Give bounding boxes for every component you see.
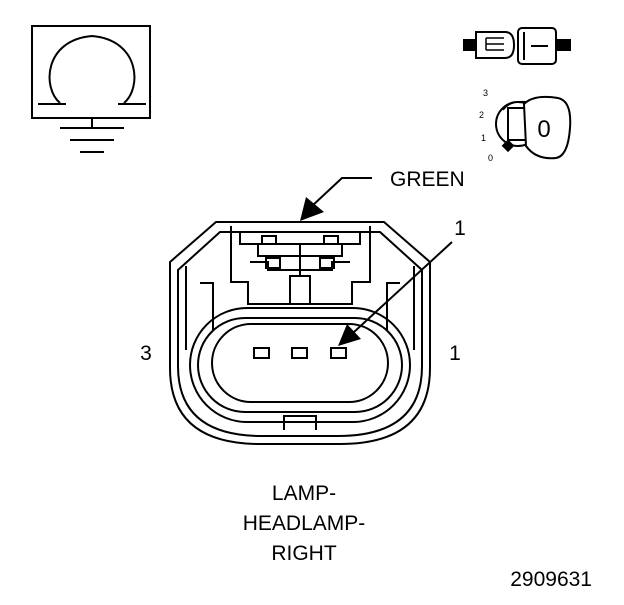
- terminal-cavity-3: [253, 347, 270, 359]
- ohmmeter-ground-icon: [31, 25, 151, 153]
- pin-right-label: 1: [449, 342, 461, 365]
- pin-callout-leader: [338, 241, 453, 346]
- wire-color-label: GREEN: [390, 168, 465, 191]
- wire-color-leader: [300, 177, 372, 221]
- terminal-cavity-1: [330, 347, 347, 359]
- key-position-0: 0: [488, 153, 493, 163]
- component-name-line2: HEADLAMP-: [243, 512, 366, 535]
- connector-body: [169, 221, 431, 445]
- key-label: 0: [537, 116, 550, 143]
- pin-left-label: 3: [140, 342, 152, 365]
- key-position-3: 3: [483, 88, 488, 98]
- component-name-line3: RIGHT: [271, 542, 337, 565]
- component-name-line1: LAMP-: [272, 482, 336, 505]
- connector-test-icon: [463, 27, 571, 65]
- terminal-cavity-2: [291, 347, 308, 359]
- pin-callout-label: 1: [454, 217, 466, 240]
- key-position-1: 1: [481, 133, 486, 143]
- figure-number: 2909631: [510, 568, 592, 591]
- key-position-2: 2: [479, 110, 484, 120]
- ignition-key-icon: 3 2 1 0 0: [479, 88, 572, 163]
